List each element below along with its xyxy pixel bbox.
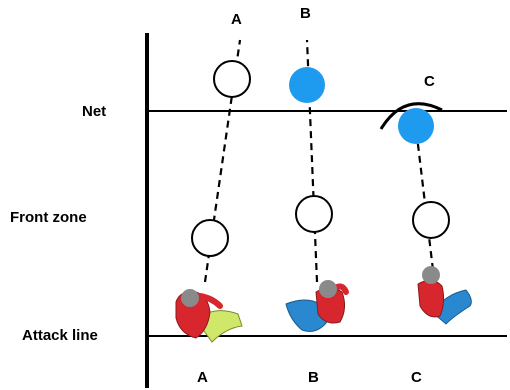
- top-label-b: B: [300, 5, 311, 22]
- player-c-torso: [417, 280, 445, 318]
- ball-b-net-icon: [289, 67, 325, 103]
- trajectory-b: [289, 39, 333, 283]
- player-a-arm: [197, 293, 223, 309]
- net-label: Net: [82, 103, 106, 120]
- trajectory-a: [191, 39, 251, 283]
- player-a-head: [181, 289, 199, 307]
- block-arc-icon: [379, 102, 443, 130]
- bottom-label-c: C: [411, 369, 422, 386]
- top-label-a: A: [231, 11, 242, 28]
- front-zone-label: Front zone: [10, 209, 87, 226]
- bottom-label-b: B: [308, 369, 319, 386]
- top-label-c: C: [424, 73, 435, 90]
- ball-c-front-zone-icon: [412, 201, 450, 239]
- player-c-legs: [431, 289, 472, 325]
- trajectory-c-path: [414, 127, 435, 271]
- player-c-icon: [417, 266, 472, 325]
- ball-b-front-zone-icon: [295, 195, 333, 233]
- trajectory-c: [379, 102, 450, 271]
- ball-a-net-icon: [213, 60, 251, 98]
- player-c-head: [422, 266, 440, 284]
- player-b-icon: [285, 280, 349, 332]
- bottom-label-a: A: [197, 369, 208, 386]
- attack-line-label: Attack line: [22, 327, 98, 344]
- trajectory-b-path: [305, 39, 319, 283]
- player-b-head: [319, 280, 337, 298]
- ball-a-front-zone-icon: [191, 219, 229, 257]
- player-a-icon: [175, 289, 243, 343]
- ball-c-net-icon: [398, 108, 434, 144]
